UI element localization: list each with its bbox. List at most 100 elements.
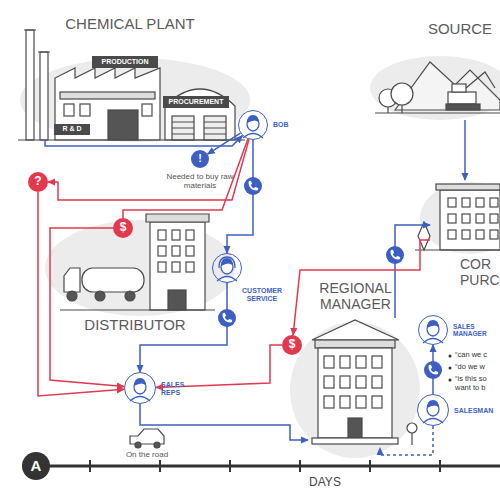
person-icons bbox=[219, 257, 235, 268]
regional-office-drawing bbox=[348, 418, 362, 438]
chemical-plant-drawing bbox=[108, 110, 138, 140]
regional-office-drawing bbox=[315, 340, 395, 348]
corporate-office-drawing bbox=[436, 184, 500, 190]
car-drawing bbox=[135, 442, 141, 448]
distributor-drawing bbox=[64, 268, 80, 292]
source-site: SOURCE bbox=[375, 45, 500, 120]
distributor-building: DISTRIBUTOR bbox=[60, 200, 220, 312]
distributor-drawing bbox=[95, 291, 105, 301]
person-name: SALES REPS bbox=[161, 381, 191, 397]
regional-office-drawing bbox=[312, 320, 399, 340]
timeline-marker: A bbox=[22, 457, 50, 474]
regional-office-drawing bbox=[312, 320, 417, 445]
corporate-office-drawing bbox=[448, 214, 456, 223]
flow-arrow bbox=[48, 139, 249, 200]
regional-office-drawing bbox=[372, 396, 382, 408]
regional-office-drawing bbox=[356, 356, 366, 368]
source-drawing bbox=[395, 62, 500, 110]
flow-arrow bbox=[380, 426, 433, 455]
ground-shadow bbox=[20, 58, 250, 142]
flow-arrow bbox=[50, 228, 124, 387]
money-mark: $ bbox=[282, 338, 302, 352]
building-title: CHEMICAL PLANT bbox=[40, 15, 220, 32]
person-circle: BOB bbox=[238, 110, 268, 140]
chemical-plant-drawing bbox=[24, 30, 50, 52]
axis-label: DAYS bbox=[290, 476, 360, 490]
distributor-drawing bbox=[158, 246, 166, 256]
corporate-office-drawing bbox=[462, 198, 470, 207]
question-circle: ? bbox=[28, 172, 48, 192]
regional-office-drawing bbox=[372, 356, 382, 368]
money-circle: $ bbox=[113, 218, 133, 238]
source-drawing bbox=[375, 112, 500, 113]
regional-office-drawing bbox=[324, 376, 334, 388]
flow-arrow bbox=[293, 240, 430, 335]
chemical-plant-drawing bbox=[55, 68, 160, 140]
ground-shadow bbox=[20, 56, 500, 458]
distributor-drawing bbox=[158, 230, 166, 240]
distributor-drawing bbox=[168, 290, 186, 310]
chemical-plant-drawing bbox=[26, 30, 34, 140]
distributor-drawing bbox=[125, 291, 135, 301]
regional-office-drawing bbox=[324, 396, 334, 408]
source-drawing bbox=[466, 72, 495, 88]
distributor-drawing bbox=[146, 214, 209, 222]
timeline bbox=[22, 465, 500, 468]
chemical-plant-drawing bbox=[60, 92, 155, 99]
source-drawing bbox=[446, 104, 480, 110]
corporate-office-drawing bbox=[415, 249, 500, 250]
building-sign: R & D bbox=[54, 124, 90, 135]
source-drawing bbox=[391, 83, 413, 105]
person-name: SALES MANAGER bbox=[453, 323, 493, 338]
distributor-drawing bbox=[158, 262, 166, 272]
money-circle: $ bbox=[282, 335, 302, 355]
regional-office-drawing bbox=[340, 396, 350, 408]
person-circle: SALESMAN bbox=[417, 394, 449, 426]
person-icons bbox=[423, 400, 443, 423]
chemical-plant-drawing bbox=[18, 30, 245, 140]
corporate-office-drawing bbox=[476, 214, 484, 223]
flow-arrow bbox=[208, 133, 241, 154]
corporate-office: COR PURC bbox=[430, 180, 500, 250]
timeline bbox=[90, 460, 440, 472]
person-circle: SALES REPS bbox=[124, 372, 156, 404]
corporate-office-drawing bbox=[440, 190, 500, 250]
phone-icons bbox=[386, 246, 404, 264]
regional-office-drawing bbox=[340, 356, 350, 368]
distributor-drawing bbox=[172, 230, 180, 240]
corporate-office-drawing bbox=[448, 198, 456, 207]
alert-mark: ! bbox=[191, 152, 209, 165]
person-icons bbox=[217, 258, 237, 281]
distributor-drawing bbox=[82, 268, 144, 292]
person-circle: SALES MANAGER bbox=[418, 315, 448, 345]
person-name: CUSTOMER SERVICE bbox=[235, 287, 289, 303]
alert-circle: !Needed to buy raw materials bbox=[191, 150, 209, 168]
flow-arrow bbox=[140, 404, 308, 440]
regional-office-drawing bbox=[312, 438, 398, 444]
distributor-drawing bbox=[60, 309, 215, 310]
chemical-plant: CHEMICAL PLANTR & DPRODUCTIONPROCUREMENT bbox=[20, 40, 240, 140]
source-drawing bbox=[375, 62, 500, 113]
car-drawing bbox=[130, 429, 164, 448]
regional-office-drawing bbox=[340, 376, 350, 388]
corporate-office-drawing bbox=[476, 230, 484, 239]
person-icons bbox=[130, 115, 443, 423]
building-title: COR PURC bbox=[460, 256, 500, 288]
chemical-plant-drawing bbox=[142, 104, 152, 116]
question-mark: ? bbox=[28, 175, 48, 189]
chemical-plant-drawing bbox=[172, 122, 226, 134]
building-title: REGIONAL MANAGER bbox=[308, 280, 403, 312]
regional-office-drawing bbox=[324, 356, 334, 368]
building-sign: PRODUCTION bbox=[92, 56, 158, 68]
regional-office-drawing bbox=[407, 423, 417, 433]
chemical-plant-drawing bbox=[18, 139, 245, 140]
building-title: SOURCE bbox=[420, 20, 500, 37]
car-drawing bbox=[154, 442, 160, 448]
sign-text: PRODUCTION bbox=[92, 58, 158, 66]
person-icons bbox=[243, 115, 263, 138]
source-drawing bbox=[388, 105, 402, 113]
person-icons bbox=[130, 378, 150, 401]
bullet-dots bbox=[449, 379, 452, 382]
